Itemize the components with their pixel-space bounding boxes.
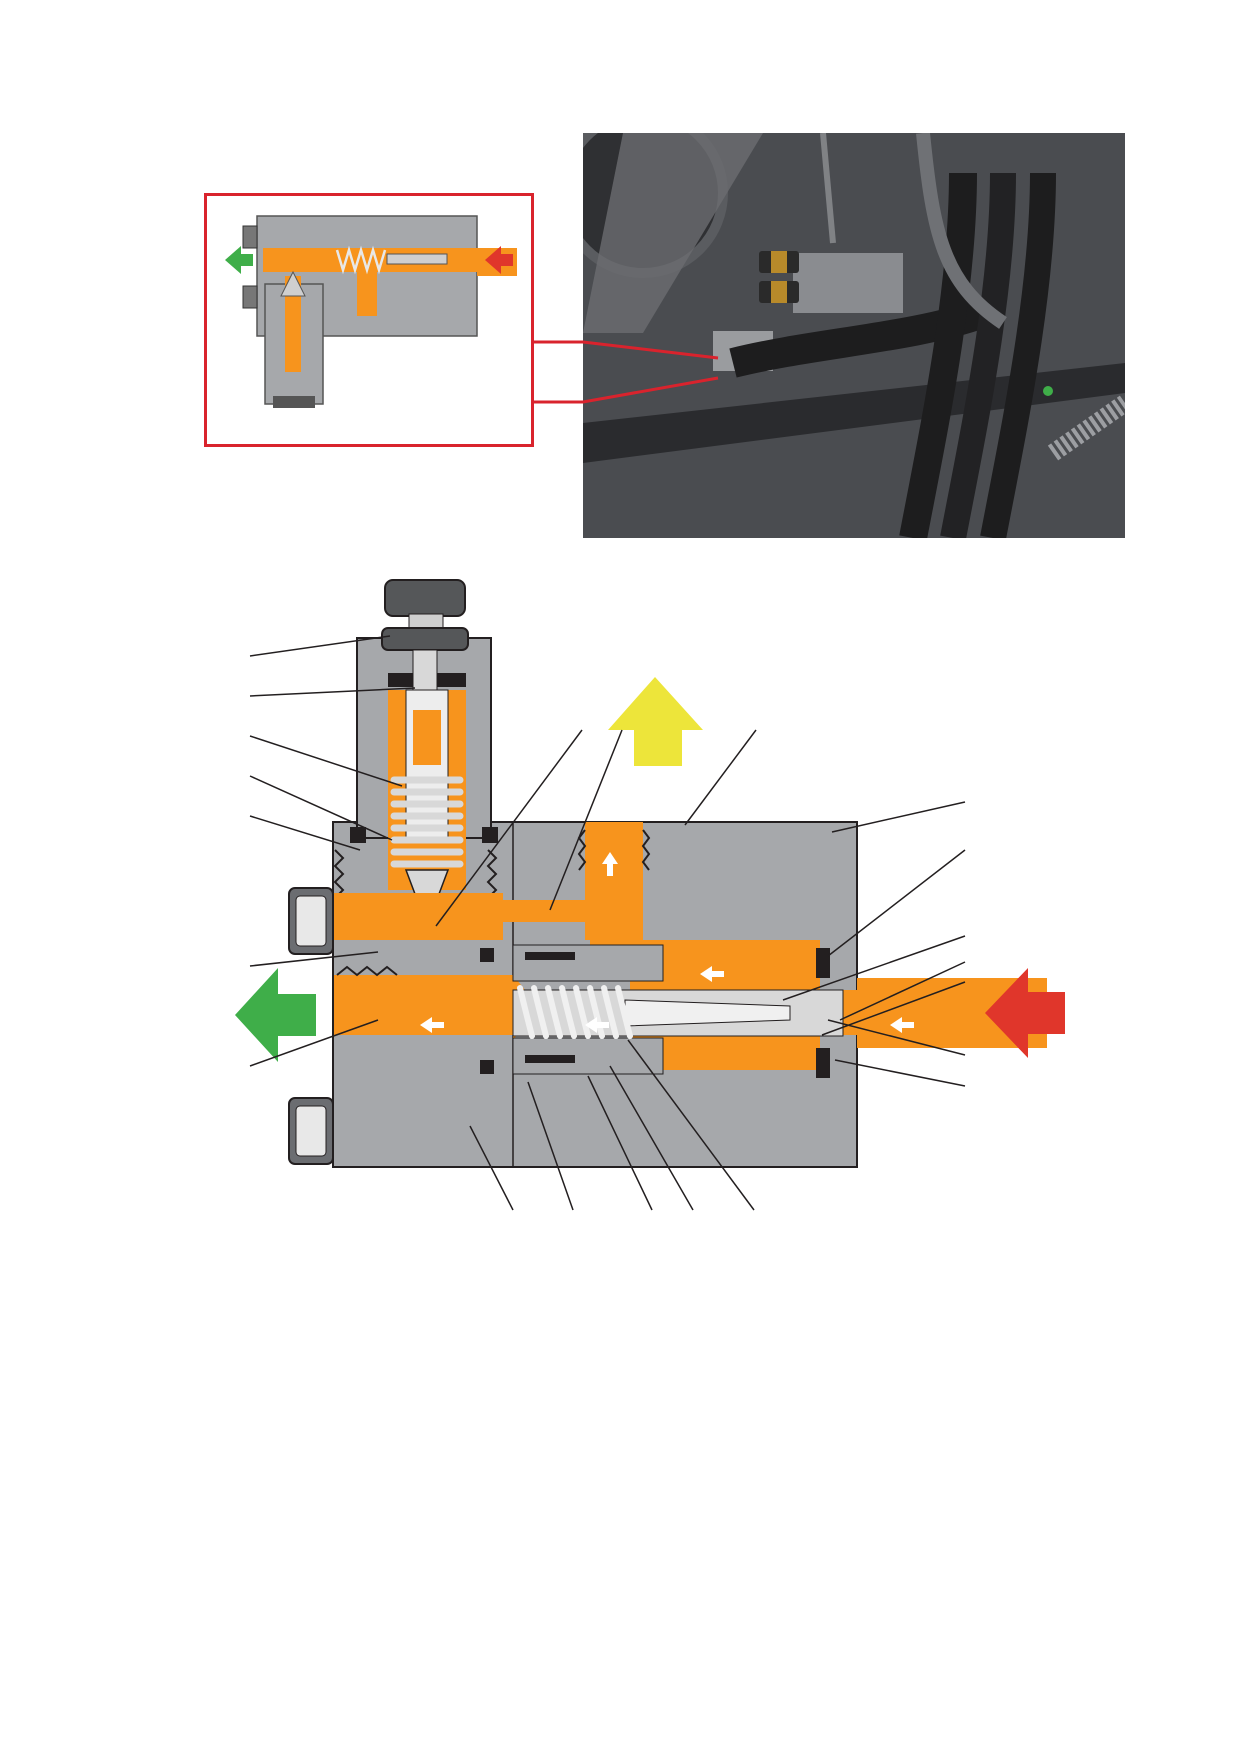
- installation-photo-svg: [583, 133, 1125, 538]
- bolt-icon: [288, 1097, 334, 1165]
- upper-channel: [448, 900, 628, 922]
- inset-return-channel: [357, 266, 377, 316]
- outlet-arrow-icon: [235, 968, 316, 1062]
- inset-bolt-icon: [242, 225, 258, 249]
- inset-stem-channel: [285, 276, 301, 372]
- green-marker: [1043, 386, 1053, 396]
- pipe: [820, 133, 836, 244]
- gray-hose: [916, 133, 1007, 329]
- brass-fitting: [771, 281, 787, 303]
- brass-fitting: [771, 251, 787, 273]
- inlet-arrow-icon: [985, 968, 1065, 1058]
- stem-spring: [390, 776, 464, 868]
- return-arrow-icon: [608, 677, 703, 766]
- hose: [940, 172, 1016, 538]
- bolt-icon: [288, 887, 334, 955]
- piston-spring: [517, 985, 633, 1039]
- main-valve-diagram: [235, 579, 1065, 1211]
- installation-photo: [583, 133, 1125, 538]
- inset-piston: [386, 253, 448, 265]
- inset-bolt-icon: [242, 285, 258, 309]
- inset-needle: [280, 270, 306, 297]
- inset-spring: [335, 245, 387, 275]
- spring-in-photo: [1047, 395, 1125, 461]
- hose: [899, 172, 977, 538]
- frame-beam: [583, 133, 763, 333]
- lock-nut: [381, 627, 469, 651]
- small-flow-arrow-icon: [420, 852, 914, 1033]
- hose: [980, 172, 1056, 538]
- inset-inlet-arrow-icon: [485, 246, 513, 274]
- inset-outlet-arrow-icon: [225, 246, 253, 274]
- leader-lines: [249, 635, 966, 1211]
- solenoid-block: [793, 253, 903, 313]
- return-port: [585, 822, 643, 940]
- inset-valve-diagram: [204, 193, 534, 447]
- adjusting-nut: [384, 579, 466, 617]
- inset-valve-svg: [225, 215, 517, 408]
- adjusting-screw: [412, 649, 438, 697]
- inset-valve-nut: [273, 396, 315, 408]
